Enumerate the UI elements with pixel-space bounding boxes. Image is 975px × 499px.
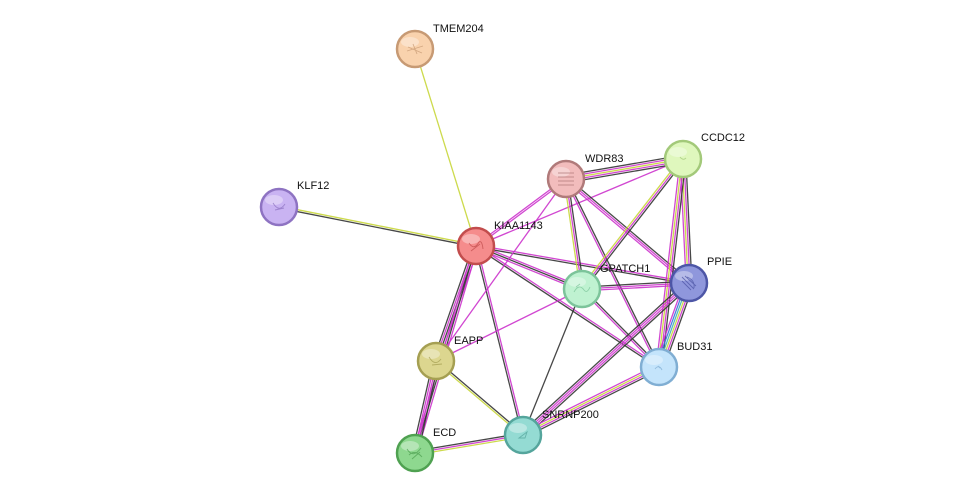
node-label-eapp: EAPP [454, 335, 483, 347]
node-ccdc12[interactable]: CCDC12 [663, 132, 745, 179]
node-circle-wdr83[interactable] [546, 159, 586, 199]
edge-line-black [523, 368, 661, 439]
node-label-tmem204: TMEM204 [433, 23, 484, 35]
edge-line-magenta [655, 158, 681, 367]
edge-line-yellow [657, 158, 683, 367]
node-label-snrnp200: SNRNP200 [542, 409, 599, 421]
edge-line-magenta [476, 244, 690, 283]
node-klf12[interactable]: KLF12 [259, 180, 329, 227]
edge-line-black [520, 280, 688, 434]
edge-line-magenta [523, 283, 691, 437]
edge-line-magenta [566, 160, 684, 182]
edge-line-magenta [564, 179, 659, 368]
edge-line-magenta [523, 367, 660, 437]
node-circle-eapp[interactable] [416, 341, 456, 381]
edge-line-black [432, 244, 474, 361]
edge-line-black [522, 288, 583, 436]
edge-line-black [582, 159, 686, 291]
node-circle-gpatch1[interactable] [562, 269, 602, 309]
edge-tmem204-kiaa1143[interactable] [414, 48, 477, 247]
edge-wdr83-bud31[interactable] [564, 178, 661, 368]
edge-ppie-snrnp200[interactable] [520, 280, 692, 438]
node-label-kiaa1143: KIAA1143 [494, 220, 543, 232]
edge-line-black [524, 284, 692, 438]
edge-line-yellow [414, 48, 477, 247]
edge-line-black [475, 246, 659, 369]
edge-ccdc12-bud31[interactable] [655, 158, 687, 368]
edge-line-yellow [565, 158, 684, 180]
node-circle-ccdc12[interactable] [663, 139, 703, 179]
node-circle-tmem204[interactable] [395, 29, 435, 69]
edge-line-yellow [579, 157, 683, 289]
edge-line-black [565, 154, 683, 176]
node-label-bud31: BUD31 [677, 341, 712, 353]
edge-line-yellow [279, 205, 477, 246]
edge-ccdc12-gpatch1[interactable] [579, 157, 686, 291]
node-label-gpatch1: GPATCH1 [600, 263, 650, 275]
edge-line-black [566, 178, 661, 367]
node-bud31[interactable]: BUD31 [639, 341, 712, 387]
edge-line-magenta [476, 245, 525, 435]
edge-line-magenta [659, 159, 685, 368]
edge-gpatch1-eapp[interactable] [435, 288, 583, 362]
edge-line-magenta [435, 288, 583, 362]
edge-line-black [566, 162, 684, 184]
edge-line-black [278, 207, 476, 248]
node-label-ppie: PPIE [707, 256, 732, 268]
edge-kiaa1143-snrnp200[interactable] [474, 245, 525, 436]
node-circle-klf12[interactable] [259, 187, 299, 227]
node-tmem204[interactable]: TMEM204 [395, 23, 484, 69]
node-label-wdr83: WDR83 [585, 153, 624, 165]
node-circle-snrnp200[interactable] [503, 415, 543, 455]
edge-line-magenta [581, 158, 684, 290]
node-eapp[interactable]: EAPP [416, 335, 483, 381]
edge-line-magenta [565, 156, 683, 178]
node-label-ccdc12: CCDC12 [701, 132, 745, 144]
edge-bud31-snrnp200[interactable] [521, 363, 661, 439]
node-circle-kiaa1143[interactable] [456, 226, 496, 266]
edge-kiaa1143-bud31[interactable] [475, 244, 660, 369]
edge-line-magenta [476, 244, 660, 367]
edge-line-yellow [522, 365, 659, 435]
edge-line-black [685, 158, 693, 283]
edge-line-magenta [435, 178, 567, 362]
node-label-klf12: KLF12 [297, 180, 329, 192]
node-circle-bud31[interactable] [639, 347, 679, 387]
node-ppie[interactable]: PPIE [669, 256, 732, 303]
edges-layer [278, 48, 695, 456]
edge-kiaa1143-ccdc12[interactable] [475, 158, 684, 247]
edge-line-black [475, 246, 689, 285]
edge-line-magenta [521, 363, 659, 434]
edge-line-magenta [521, 281, 689, 435]
edge-wdr83-eapp[interactable] [435, 178, 567, 362]
edge-line-magenta [683, 158, 691, 283]
edge-klf12-kiaa1143[interactable] [278, 205, 477, 248]
edge-wdr83-ccdc12[interactable] [565, 154, 684, 184]
edge-gpatch1-snrnp200[interactable] [522, 288, 583, 436]
edge-line-black [474, 246, 523, 436]
node-circle-ppie[interactable] [669, 263, 709, 303]
edge-kiaa1143-ppie[interactable] [475, 244, 690, 285]
node-label-ecd: ECD [433, 427, 456, 439]
node-circle-ecd[interactable] [395, 433, 435, 473]
edge-line-magenta [475, 158, 684, 247]
